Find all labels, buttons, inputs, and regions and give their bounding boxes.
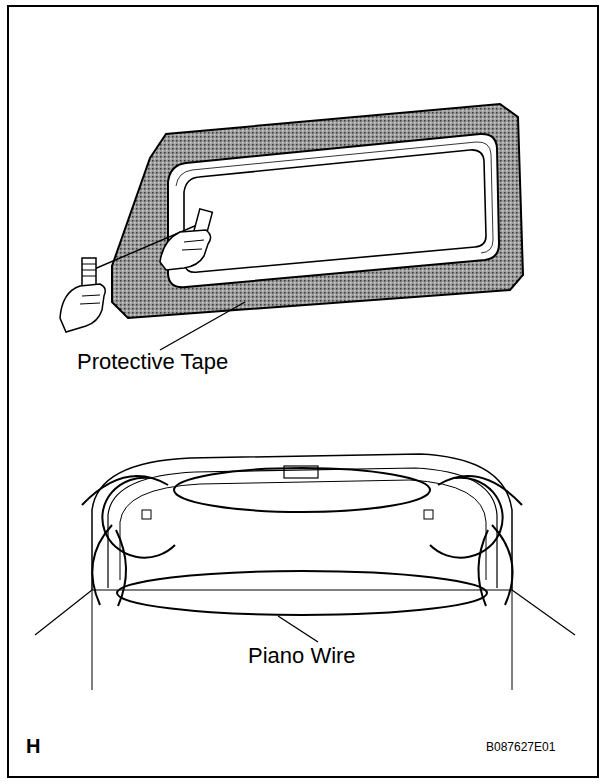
back-door [35,454,575,690]
part-label: Piano Wire [248,644,356,668]
leader-line [160,302,245,350]
back-glass [112,104,523,318]
frame [8,6,598,777]
leader-line [278,616,318,642]
hand [160,209,212,270]
piano-wire [82,468,522,615]
figure-code: B087627E01 [486,741,555,754]
page-letter: H [26,735,40,757]
part-label: Protective Tape [77,350,228,374]
hand [60,258,105,332]
